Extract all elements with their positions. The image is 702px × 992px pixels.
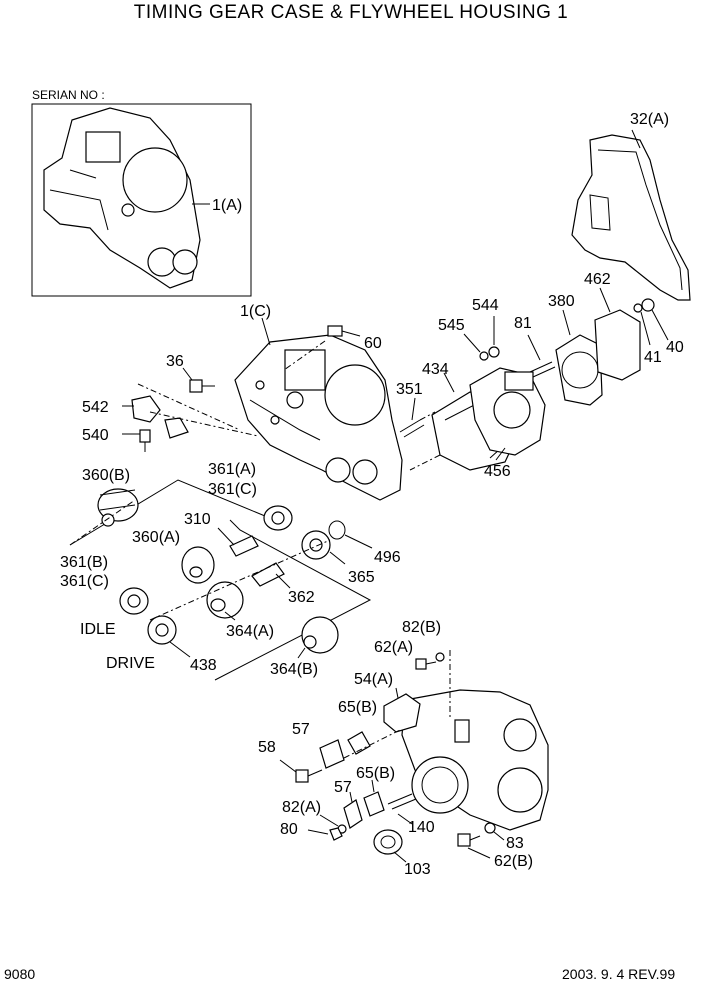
gasket-65b-upper [347,731,371,755]
label-360a: 360(A) [132,529,180,546]
gear-364b [297,616,339,659]
stud-351 [399,397,425,438]
plate-54a [383,687,421,733]
gear-360a [181,546,215,584]
label-496: 496 [374,549,401,566]
label-32a: 32(A) [630,111,669,128]
plate-57-lower [343,791,363,829]
bolt-540 [122,429,151,452]
label-456: 456 [484,463,511,480]
label-57: 57 [334,779,352,796]
label-364b: 364(B) [270,661,318,678]
bolt-62b [457,833,491,859]
label-81: 81 [514,315,532,332]
label-380: 380 [548,293,575,310]
page-number: 9080 [4,966,36,982]
label-362: 362 [288,589,315,606]
cover-462 [594,287,641,381]
label-361a: 361(A) [208,461,256,478]
page-title: TIMING GEAR CASE & FLYWHEEL HOUSING 1 [133,2,569,23]
gear-364a [206,581,244,621]
label-82a: 82(A) [282,799,321,816]
label-438: 438 [190,657,217,674]
label-364a: 364(A) [226,623,274,640]
label-361b: 361(B) [60,554,108,571]
bearing-idle [119,587,149,615]
washer-545 [463,333,489,361]
label-1a: 1(A) [212,197,242,214]
washer-82b [435,652,445,662]
bolt-62a [415,658,437,670]
gasket-32a [571,134,691,301]
gear-360b [97,488,139,527]
label-140: 140 [408,819,435,836]
label-542: 542 [82,399,109,416]
timing-gear-case-main [234,334,403,501]
housing-456 [469,367,546,456]
nut-80 [307,827,343,841]
stud-81 [527,334,556,378]
label-60: 60 [364,335,382,352]
bearing-361a [263,505,293,531]
washer-41 [633,303,651,346]
bolt-36 [182,367,215,393]
stud-140 [387,793,417,825]
label-103: 103 [404,861,431,878]
label-54a: 54(A) [354,671,393,688]
nut-544 [488,316,500,358]
bracket-542 [131,395,189,439]
label-62a: 62(A) [374,639,413,656]
nut-40 [641,298,669,341]
label-65b: 65(B) [356,765,395,782]
label-idle: IDLE [80,621,116,638]
label-41: 41 [644,349,662,366]
label-65b-top: 65(B) [338,699,377,716]
label-462: 462 [584,271,611,288]
serial-inset-frame [31,103,252,297]
flywheel-housing [401,689,549,831]
label-36: 36 [166,353,184,370]
label-360b: 360(B) [82,467,130,484]
bolt-60 [327,325,361,337]
gasket-380 [555,309,603,406]
revision-date: 2003. 9. 4 REV.99 [562,966,676,982]
timing-gear-case-inset [43,107,201,289]
label-drive: DRIVE [106,655,155,672]
label-57-top: 57 [292,721,310,738]
label-62b: 62(B) [494,853,533,870]
gasket-65b-lower [363,779,385,817]
label-361c-top: 361(C) [208,481,257,498]
label-40: 40 [666,339,684,356]
shaft-362 [251,562,291,589]
label-434: 434 [422,361,449,378]
label-83: 83 [506,835,524,852]
washer-83 [484,822,505,841]
label-540: 540 [82,427,109,444]
bearing-438 [147,615,191,658]
label-80: 80 [280,821,298,838]
label-365: 365 [348,569,375,586]
serial-number-label: SERIAN NO : [32,88,105,102]
bearing-365 [301,530,346,565]
seal-103 [373,829,407,863]
label-1c: 1(C) [240,303,271,320]
snap-ring-496 [328,520,373,549]
label-310: 310 [184,511,211,528]
plate-57-upper [319,739,345,769]
label-545: 545 [438,317,465,334]
label-351: 351 [396,381,423,398]
label-58: 58 [258,739,276,756]
label-361c: 361(C) [60,573,109,590]
shaft-310 [217,527,259,557]
label-82b: 82(B) [402,619,441,636]
bolt-58 [279,759,323,783]
label-544: 544 [472,297,499,314]
